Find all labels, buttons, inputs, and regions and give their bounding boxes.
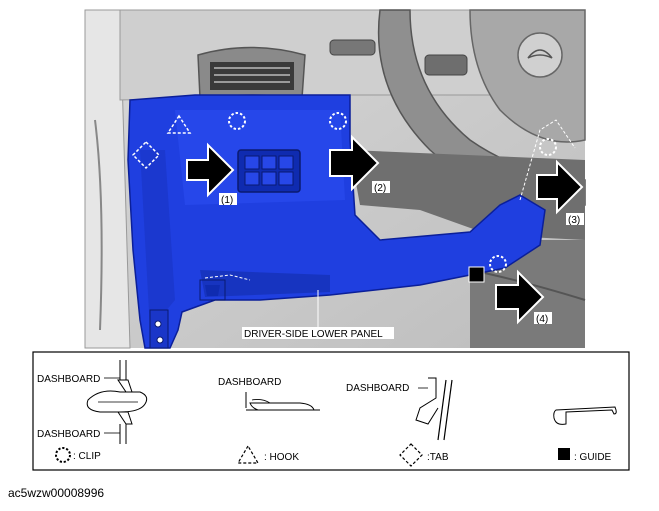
- door-seal: [94, 119, 103, 331]
- tab-icon: [399, 443, 423, 467]
- step-label-1: (1): [221, 195, 233, 206]
- air-vent: [197, 46, 306, 99]
- legend-clip-label: : CLIP: [73, 451, 101, 462]
- hook-detail-drawing: [245, 392, 320, 411]
- clip-symbol: [489, 255, 507, 273]
- guide-icon: [558, 448, 570, 460]
- removal-arrow-1: [186, 142, 235, 198]
- tab-symbol: [131, 140, 161, 170]
- panel-name-label: DRIVER-SIDE LOWER PANEL: [244, 329, 383, 340]
- hook-symbol: [166, 114, 192, 134]
- clip-symbol: [539, 138, 557, 156]
- clip-symbol: [228, 112, 246, 130]
- tab-detail-drawing: [415, 377, 453, 441]
- legend-box: DASHBOARD DASHBOARD DASHBOARD DASHBOARD …: [32, 351, 630, 471]
- door-pillar: [84, 9, 131, 349]
- clip-detail-label-bottom: DASHBOARD: [37, 429, 100, 440]
- hidden-area-outline: [519, 119, 576, 201]
- clip-detail-label-top: DASHBOARD: [37, 374, 100, 385]
- legend-tab-label: :TAB: [427, 452, 449, 463]
- tab-detail-label: DASHBOARD: [346, 383, 409, 394]
- guide-symbol: [468, 266, 485, 283]
- document-id: ac5wzw00008996: [8, 486, 105, 500]
- removal-arrow-4: [495, 269, 545, 325]
- step-label-3: (3): [568, 215, 580, 226]
- clip-detail-drawing: [86, 360, 148, 444]
- guide-detail-drawing: [553, 406, 617, 425]
- clip-icon: [55, 447, 71, 463]
- switch-cluster: [237, 149, 301, 193]
- step-label-2: (2): [374, 183, 386, 194]
- hook-detail-label: DASHBOARD: [218, 377, 281, 388]
- clip-symbol: [329, 112, 347, 130]
- legend-hook-label: : HOOK: [264, 452, 299, 463]
- step-label-4: (4): [536, 314, 548, 325]
- panel-bracket: [149, 279, 226, 349]
- legend-guide-label: : GUIDE: [574, 452, 612, 463]
- removal-arrow-3: [536, 159, 584, 215]
- removal-arrow-2: [329, 134, 380, 192]
- illustration: (1) (2) (3) (4) DRIVER-SIDE LOWER PANEL: [84, 9, 586, 349]
